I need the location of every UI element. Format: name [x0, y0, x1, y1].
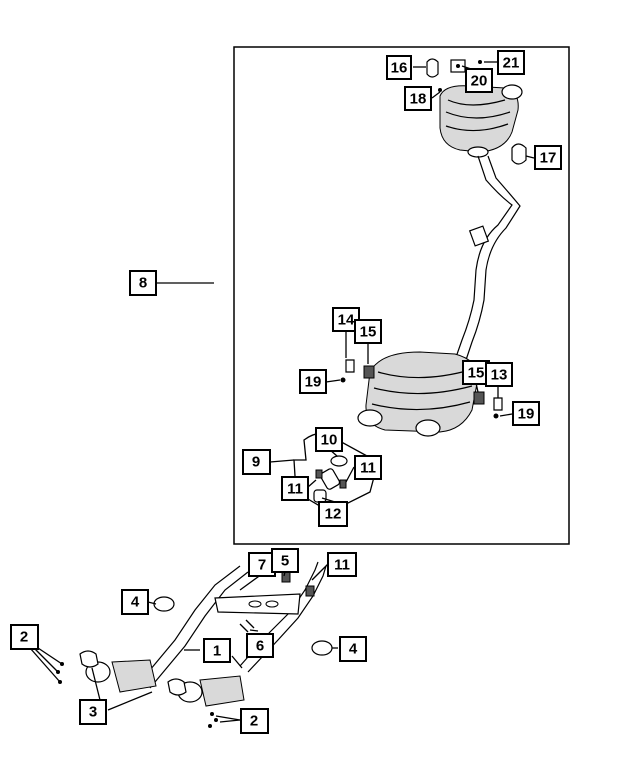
callout-label: 6 — [256, 638, 264, 655]
callout-10: 10 — [315, 427, 343, 452]
callout-5: 5 — [271, 548, 299, 573]
callout-label: 7 — [258, 557, 266, 574]
clamp-4b — [311, 640, 333, 656]
callout-label: 4 — [131, 594, 140, 611]
callout-11b: 11 — [281, 476, 309, 501]
callout-11c: 11 — [327, 552, 357, 577]
bolt-18 — [438, 88, 442, 92]
isolator-11c — [305, 585, 315, 597]
callout-18: 18 — [404, 86, 432, 111]
bolts-6 — [239, 619, 255, 633]
callout-label: 11 — [334, 557, 350, 574]
callout-11a: 11 — [354, 455, 382, 480]
callout-2b: 2 — [240, 708, 269, 734]
hanger-14 — [345, 359, 355, 373]
callout-label: 3 — [89, 704, 97, 721]
callout-15a: 15 — [354, 319, 382, 344]
callout-4a: 4 — [121, 589, 149, 615]
callout-label: 20 — [471, 73, 488, 90]
callout-3: 3 — [79, 699, 107, 725]
callout-15b: 15 — [462, 360, 490, 385]
callout-label: 17 — [540, 150, 557, 167]
catalytic-converter-right — [177, 675, 245, 707]
hanger-isolator-16 — [426, 58, 439, 78]
rear-muffler — [439, 84, 523, 158]
callout-21: 21 — [497, 50, 525, 75]
hanger-13 — [493, 397, 503, 411]
callout-label: 15 — [468, 365, 485, 382]
callout-label: 2 — [20, 629, 28, 646]
crossover-bracket-7 — [214, 593, 301, 615]
callout-label: 1 — [213, 643, 221, 660]
clamp-4a — [153, 596, 175, 612]
callout-14: 14 — [332, 307, 360, 332]
hanger-bracket-20 — [450, 59, 466, 73]
callout-label: 2 — [250, 713, 258, 730]
front-muffler — [357, 351, 479, 437]
callout-4b: 4 — [339, 636, 367, 662]
callout-label: 9 — [252, 454, 260, 471]
callout-label: 12 — [325, 506, 342, 523]
mid-pipe — [454, 155, 521, 361]
inset-frame — [233, 46, 570, 545]
isolator-15b — [473, 391, 485, 405]
callout-16a: 16 — [386, 55, 412, 80]
gasket-3b — [167, 678, 187, 696]
callout-label: 19 — [305, 374, 322, 391]
callout-label: 5 — [281, 553, 289, 570]
callout-12: 12 — [318, 501, 348, 527]
callout-label: 16 — [391, 60, 408, 77]
callout-label: 15 — [360, 324, 377, 341]
callout-17: 17 — [534, 145, 562, 170]
studs-2b — [208, 712, 218, 728]
bolt-21 — [478, 60, 482, 64]
callout-label: 19 — [518, 406, 535, 423]
studs-2a — [56, 662, 64, 684]
callout-label: 14 — [338, 312, 355, 329]
callout-6: 6 — [246, 633, 274, 658]
isolator-15a — [363, 365, 375, 379]
callout-label: 4 — [349, 641, 358, 658]
callout-19b: 19 — [512, 401, 540, 426]
callout-label: 11 — [360, 460, 376, 477]
clamp-kit — [313, 455, 348, 503]
callout-label: 13 — [491, 367, 508, 384]
callout-13: 13 — [485, 362, 513, 387]
hanger-isolator-17 — [511, 143, 527, 165]
callout-label: 8 — [139, 275, 147, 292]
callout-label: 18 — [410, 91, 427, 108]
callout-2a: 2 — [10, 624, 39, 650]
intermediate-pipe — [139, 561, 327, 689]
callout-20: 20 — [465, 68, 493, 93]
bolt-19a — [340, 377, 346, 383]
callout-1: 1 — [203, 638, 231, 663]
callout-label: 11 — [287, 481, 303, 498]
callout-8: 8 — [129, 270, 157, 296]
gasket-3 — [79, 650, 99, 668]
callout-19a: 19 — [299, 369, 327, 394]
callout-label: 21 — [503, 55, 520, 72]
callout-9: 9 — [242, 449, 271, 475]
bolt-19b — [493, 413, 499, 419]
isolator-5 — [281, 571, 291, 583]
callout-label: 10 — [321, 432, 338, 449]
